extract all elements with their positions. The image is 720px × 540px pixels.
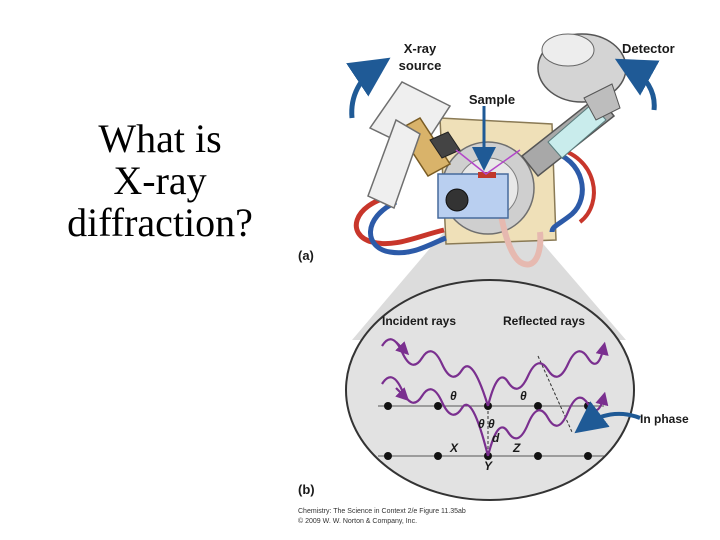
incident-arrowhead-2 <box>395 387 410 402</box>
sample-crystal <box>478 172 496 178</box>
credit-line-1: Chemistry: The Science in Context 2/e Fi… <box>298 508 466 515</box>
atom <box>434 402 442 410</box>
detector-collar <box>583 83 621 121</box>
atom <box>384 402 392 410</box>
detector-tube <box>547 103 607 159</box>
source-side <box>367 118 421 210</box>
detector-rotation-arrow <box>614 58 660 111</box>
spacing-d-label: d <box>492 431 500 445</box>
incident-arrowhead <box>395 341 410 356</box>
bragg-diagram <box>345 279 641 501</box>
detector-cap <box>541 33 595 67</box>
theta-pair-label: θ θ <box>478 417 495 431</box>
pink-tube <box>497 209 544 268</box>
source-nozzle <box>429 131 461 159</box>
source-label-line-1: X-ray <box>404 41 437 56</box>
atom <box>384 452 392 460</box>
title-line-1: What is <box>98 116 222 161</box>
atom <box>584 452 592 460</box>
point-x-label: X <box>449 441 459 455</box>
title-line-2: X-ray <box>113 158 207 203</box>
atom <box>534 452 542 460</box>
title-line-3: diffraction? <box>67 200 253 245</box>
credit-line-2: © 2009 W. W. Norton & Company, Inc. <box>298 517 417 525</box>
point-z-label: Z <box>512 441 521 455</box>
detector <box>520 33 627 178</box>
point-y-label: Y <box>484 459 493 473</box>
theta-left-label: θ <box>450 389 457 403</box>
in-phase-arrow <box>574 401 641 434</box>
slide-title: What is X-ray diffraction? <box>30 118 290 244</box>
in-phase-label: In phase <box>640 412 689 426</box>
source-label-line-2: source <box>399 58 442 73</box>
magnifier-lens <box>345 279 635 501</box>
incident-rays-label: Incident rays <box>382 314 456 328</box>
reflected-ray-top <box>486 341 609 407</box>
sample-knob <box>445 188 469 212</box>
xray-source <box>367 81 461 210</box>
blue-cable-right <box>547 147 585 233</box>
atom <box>534 402 542 410</box>
panel-a-label: (a) <box>298 248 314 263</box>
panel-b-label: (b) <box>298 482 315 497</box>
blue-cable-left <box>368 199 447 256</box>
reflected-rays-label: Reflected rays <box>503 314 585 328</box>
theta-right-label: θ <box>520 389 527 403</box>
source-rotation-arrow <box>346 57 391 119</box>
beam-path <box>455 149 521 175</box>
phase-guide <box>537 355 573 433</box>
detector-label: Detector <box>622 41 675 56</box>
sample-label: Sample <box>469 92 515 107</box>
atom <box>434 452 442 460</box>
